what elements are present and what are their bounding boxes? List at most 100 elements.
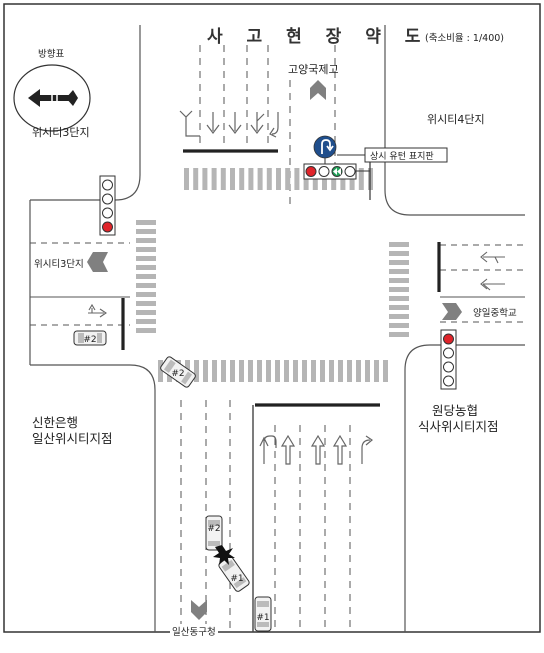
crosswalk-stripe <box>257 168 263 190</box>
crosswalk-stripe <box>230 360 235 382</box>
crosswalk-stripe <box>136 238 156 243</box>
crosswalk-stripe <box>136 283 156 288</box>
diagram-title: 사 고 현 장 약 도 <box>207 27 430 47</box>
vehicle-label: #2 <box>83 335 96 345</box>
vehicle-1-south <box>254 596 272 632</box>
south-lane-arrows <box>259 434 374 465</box>
vehicle-2-collision <box>205 515 223 551</box>
north-lane-arrows <box>179 110 279 138</box>
ne-curb <box>384 25 525 216</box>
label-nonghyup-line1: 원당농협 <box>432 403 479 418</box>
crosswalk-stripe <box>203 360 208 382</box>
marker-east <box>442 303 462 320</box>
gray-markers <box>87 80 462 620</box>
crosswalk-stripe <box>136 220 156 225</box>
label-nonghyup-line2: 식사위시티지점 <box>418 419 499 434</box>
crosswalk-stripe <box>239 168 245 190</box>
side-lane-arrows <box>88 251 505 318</box>
vehicle-label: #2 <box>171 369 184 379</box>
scale-text: (축소비율 : 1/400) <box>425 33 504 44</box>
crosswalk-stripe <box>136 274 156 279</box>
label-apartment-4: 위시티4단지 <box>427 113 485 126</box>
crosswalk-east <box>389 242 409 337</box>
crosswalk-stripe <box>276 168 281 190</box>
crosswalk-stripe <box>356 360 361 382</box>
crosswalk-stripe <box>285 168 291 190</box>
crosswalk-stripe <box>257 360 262 382</box>
crosswalk-stripe <box>293 360 298 382</box>
crosswalk-stripe <box>294 168 300 190</box>
crosswalk-stripe <box>389 287 409 292</box>
vehicle-2-west <box>73 330 107 346</box>
south-lane-lines <box>180 400 351 632</box>
traffic-light-west <box>99 175 116 236</box>
crosswalk-stripe <box>136 247 156 252</box>
crosswalk-stripe <box>136 256 156 261</box>
crosswalk-stripe <box>329 360 334 382</box>
crosswalk-stripe <box>266 168 272 190</box>
crosswalk-stripe <box>220 168 226 190</box>
sw-curb <box>30 364 156 632</box>
crosswalk-stripe <box>136 310 156 315</box>
crosswalk-stripe <box>311 360 316 382</box>
crosswalk-stripe <box>383 360 388 382</box>
west-road-lines <box>30 242 130 326</box>
crosswalk-stripe <box>136 229 156 234</box>
uturn-sign-icon <box>313 135 337 164</box>
crosswalk-stripe <box>302 360 307 382</box>
crosswalk-stripe <box>194 360 199 382</box>
collision-icon <box>213 545 235 565</box>
stop-lines <box>121 149 441 407</box>
label-middle-school: 양일중학교 <box>473 308 517 319</box>
vehicle-2-corner <box>160 356 196 388</box>
crosswalk-stripe <box>284 360 289 382</box>
crosswalk-stripe <box>358 168 364 190</box>
crosswalk-stripe <box>248 360 253 382</box>
crosswalk-stripe <box>374 360 379 382</box>
crosswalk-stripe <box>136 301 156 306</box>
crosswalk-stripe <box>338 360 343 382</box>
crosswalk-stripe <box>389 314 409 319</box>
vehicle-label: #1 <box>230 574 243 584</box>
crosswalk-stripe <box>389 242 409 247</box>
crosswalk-stripe <box>136 265 156 270</box>
crosswalk-stripe <box>389 332 409 337</box>
direction-label: 방향표 <box>38 49 65 60</box>
crosswalk-stripe <box>389 269 409 274</box>
crosswalk-stripe <box>389 305 409 310</box>
crosswalk-stripe <box>389 260 409 265</box>
crosswalk-stripe <box>389 278 409 283</box>
label-district-office: 일산동구청 <box>170 624 218 638</box>
crosswalk-stripe <box>389 251 409 256</box>
traffic-light-north <box>303 160 371 200</box>
crosswalk-stripe <box>365 360 370 382</box>
label-apartment-3-left: 위시티3단지 <box>34 259 84 270</box>
crosswalk-stripe <box>202 168 208 190</box>
crosswalk-stripe <box>158 360 163 382</box>
crosswalk-stripe <box>266 360 271 382</box>
crosswalk-west <box>136 220 156 333</box>
marker-north <box>310 80 326 100</box>
north-arrow-icon <box>28 89 78 107</box>
crosswalk-stripe <box>239 360 244 382</box>
crosswalk-stripe <box>389 323 409 328</box>
vehicle-label: #1 <box>256 613 269 623</box>
crosswalk-stripe <box>184 168 189 190</box>
label-top-road: 고양국제고 <box>288 63 339 76</box>
marker-south <box>191 600 207 620</box>
crosswalk-stripe <box>230 168 235 190</box>
traffic-light-east <box>440 329 457 390</box>
label-uturn-sign: 상시 유턴 표지판 <box>370 152 434 162</box>
crosswalk-stripe <box>275 360 280 382</box>
crosswalk-stripe <box>136 328 156 333</box>
label-bank-line2: 일산위시티지점 <box>32 431 113 446</box>
marker-west <box>87 252 108 272</box>
crosswalk-stripe <box>248 168 254 190</box>
label-apartment-3-top: 위시티3단지 <box>32 126 90 139</box>
crosswalk-stripe <box>389 296 409 301</box>
vehicle-label: #2 <box>207 524 220 534</box>
crosswalk-stripe <box>193 168 199 190</box>
crosswalk-stripe <box>347 360 352 382</box>
